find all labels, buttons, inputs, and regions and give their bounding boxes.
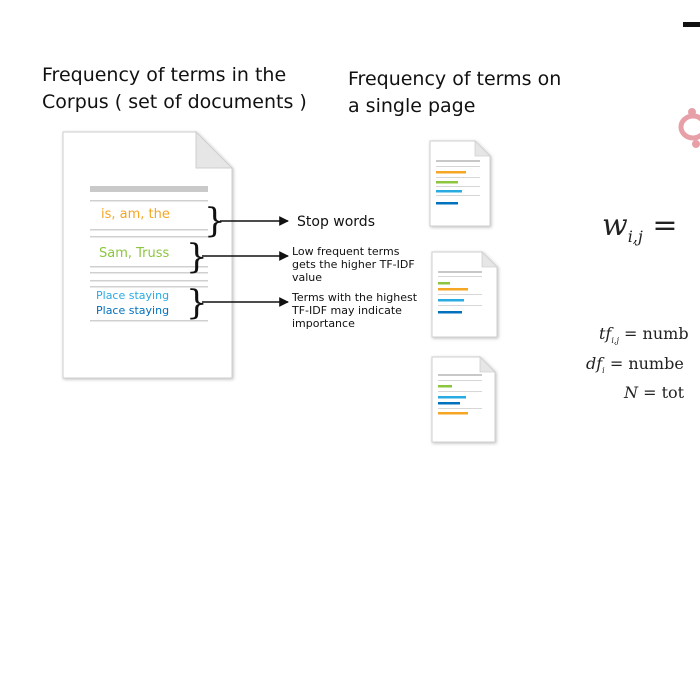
corpus-heading-line-1: Frequency of terms in the <box>42 64 287 86</box>
logo-fragment <box>678 22 700 148</box>
corpus-heading: Frequency of terms in the Corpus ( set o… <box>42 62 307 116</box>
single-page-thumbnail-2 <box>431 251 498 338</box>
low-frequent-annotation: Low frequent terms gets the higher TF-ID… <box>292 245 415 284</box>
highest-term-1: Place staying <box>96 289 170 302</box>
single-page-heading-line-1: Frequency of terms on <box>348 68 562 90</box>
n-definition: N = tot <box>624 383 685 402</box>
df-definition: dfi = numbe <box>586 354 684 376</box>
corpus-heading-line-2: Corpus ( set of documents ) <box>42 91 307 113</box>
braces: } } } <box>186 201 226 323</box>
tf-definition: tfi,j = numb <box>599 324 689 346</box>
tfidf-weight-formula: wi,j = <box>602 208 678 246</box>
highest-annotation: Terms with the highest TF-IDF may indica… <box>292 291 418 330</box>
stop-words-term: is, am, the <box>101 207 170 222</box>
brace-highest: } <box>186 283 208 323</box>
single-page-heading: Frequency of terms on a single page <box>348 66 561 120</box>
highest-term-2: Place staying <box>96 304 170 317</box>
corpus-document <box>62 130 234 379</box>
brace-stop-words: } <box>204 201 226 241</box>
doc-title-bar <box>90 186 208 192</box>
low-frequent-term: Sam, Truss <box>99 246 170 261</box>
single-page-thumbnail-3 <box>431 356 496 443</box>
brace-low-frequent: } <box>186 237 208 277</box>
stop-words-label: Stop words <box>297 214 375 230</box>
single-page-thumbnail-1 <box>429 140 491 227</box>
single-page-heading-line-2: a single page <box>348 95 476 117</box>
